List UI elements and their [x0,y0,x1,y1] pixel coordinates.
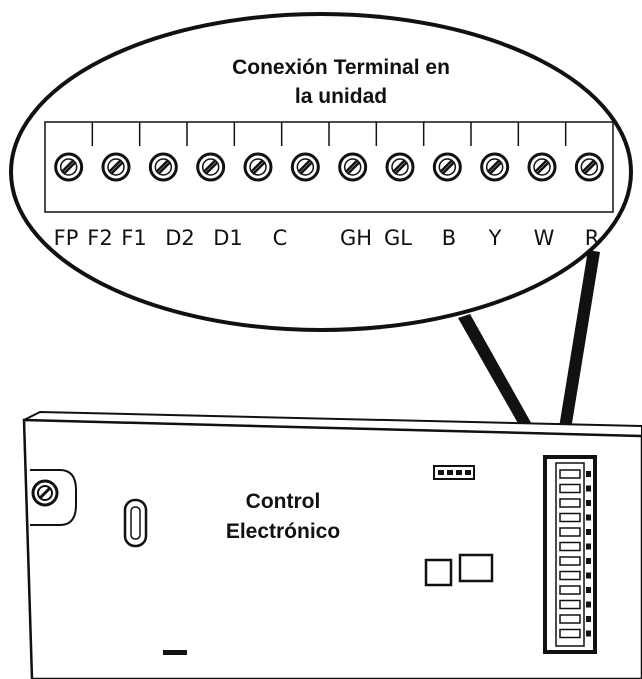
strip-pin [586,558,591,564]
terminal-label-gl: GL [384,226,412,250]
terminal-label-d2: D2 [165,226,195,250]
strip-pin [586,529,591,535]
board-component-left [424,558,453,587]
terminal-screw-icon [243,152,273,182]
board-indicator-dash [163,650,187,655]
strip-terminal [559,556,581,566]
strip-terminal [559,570,581,581]
terminal-screw-icon [290,152,320,182]
terminal-screw-icon [101,152,131,182]
strip-terminal [559,527,581,537]
terminal-label-d1: D1 [213,226,243,250]
callout-title-line1: Conexión Terminal en [232,56,450,79]
strip-terminal [559,628,581,639]
strip-terminal [559,483,581,494]
strip-terminal [559,599,581,610]
terminal-label-c: C [273,226,288,250]
terminal-screw-icon [54,152,84,182]
strip-pin [586,601,591,608]
strip-pin [586,514,591,521]
strip-terminal [559,614,581,624]
strip-pin [586,543,591,550]
strip-terminal [559,512,581,523]
terminal-screw-icon [574,152,604,182]
terminal-label-fp: FP [54,226,79,250]
terminal-label-f1: F1 [121,226,146,250]
terminal-screw-icon [527,152,557,182]
chip-pin [465,470,471,475]
callout-title-line2: la unidad [295,85,387,108]
terminal-block [44,121,614,213]
strip-pin [586,485,591,492]
terminal-label-y: Y [488,226,502,250]
terminal-screw-icon [432,152,462,182]
leader-line-right [554,250,600,460]
strip-terminal [559,498,581,508]
chip-pin [438,470,444,475]
strip-pin [586,500,591,506]
strip-terminal [559,585,581,595]
board-mounting-screw-slot [38,486,52,500]
terminal-labels: FP F2 F1 D2 D1 C GH GL B Y W R [54,226,600,250]
terminal-label-f2: F2 [87,226,112,250]
strip-terminal [559,541,581,552]
terminal-label-b: B [442,226,456,250]
terminal-screw-icon [196,152,226,182]
terminal-label-w: W [534,226,555,250]
control-label-line2: Electrónico [226,520,340,543]
strip-terminal [559,469,581,479]
strip-pin [586,630,591,637]
board-slot-inner [130,506,141,540]
chip-pin [447,470,453,475]
terminal-label-gh: GH [340,226,372,250]
strip-pin [586,471,591,477]
control-board: Control Electrónico [22,410,642,679]
board-header-chip [433,465,475,480]
terminal-screw-icon [385,152,415,182]
strip-pin [586,587,591,593]
strip-pin [586,572,591,579]
chip-pin [456,470,462,475]
terminal-screw-icon [148,152,178,182]
control-label-line1: Control [246,490,321,513]
board-side-edge [23,419,33,679]
board-component-right [458,553,494,583]
terminal-screw-icon [480,152,510,182]
terminal-label-r: R [585,226,600,250]
terminal-screw-icon [338,152,368,182]
strip-pin [586,616,591,622]
